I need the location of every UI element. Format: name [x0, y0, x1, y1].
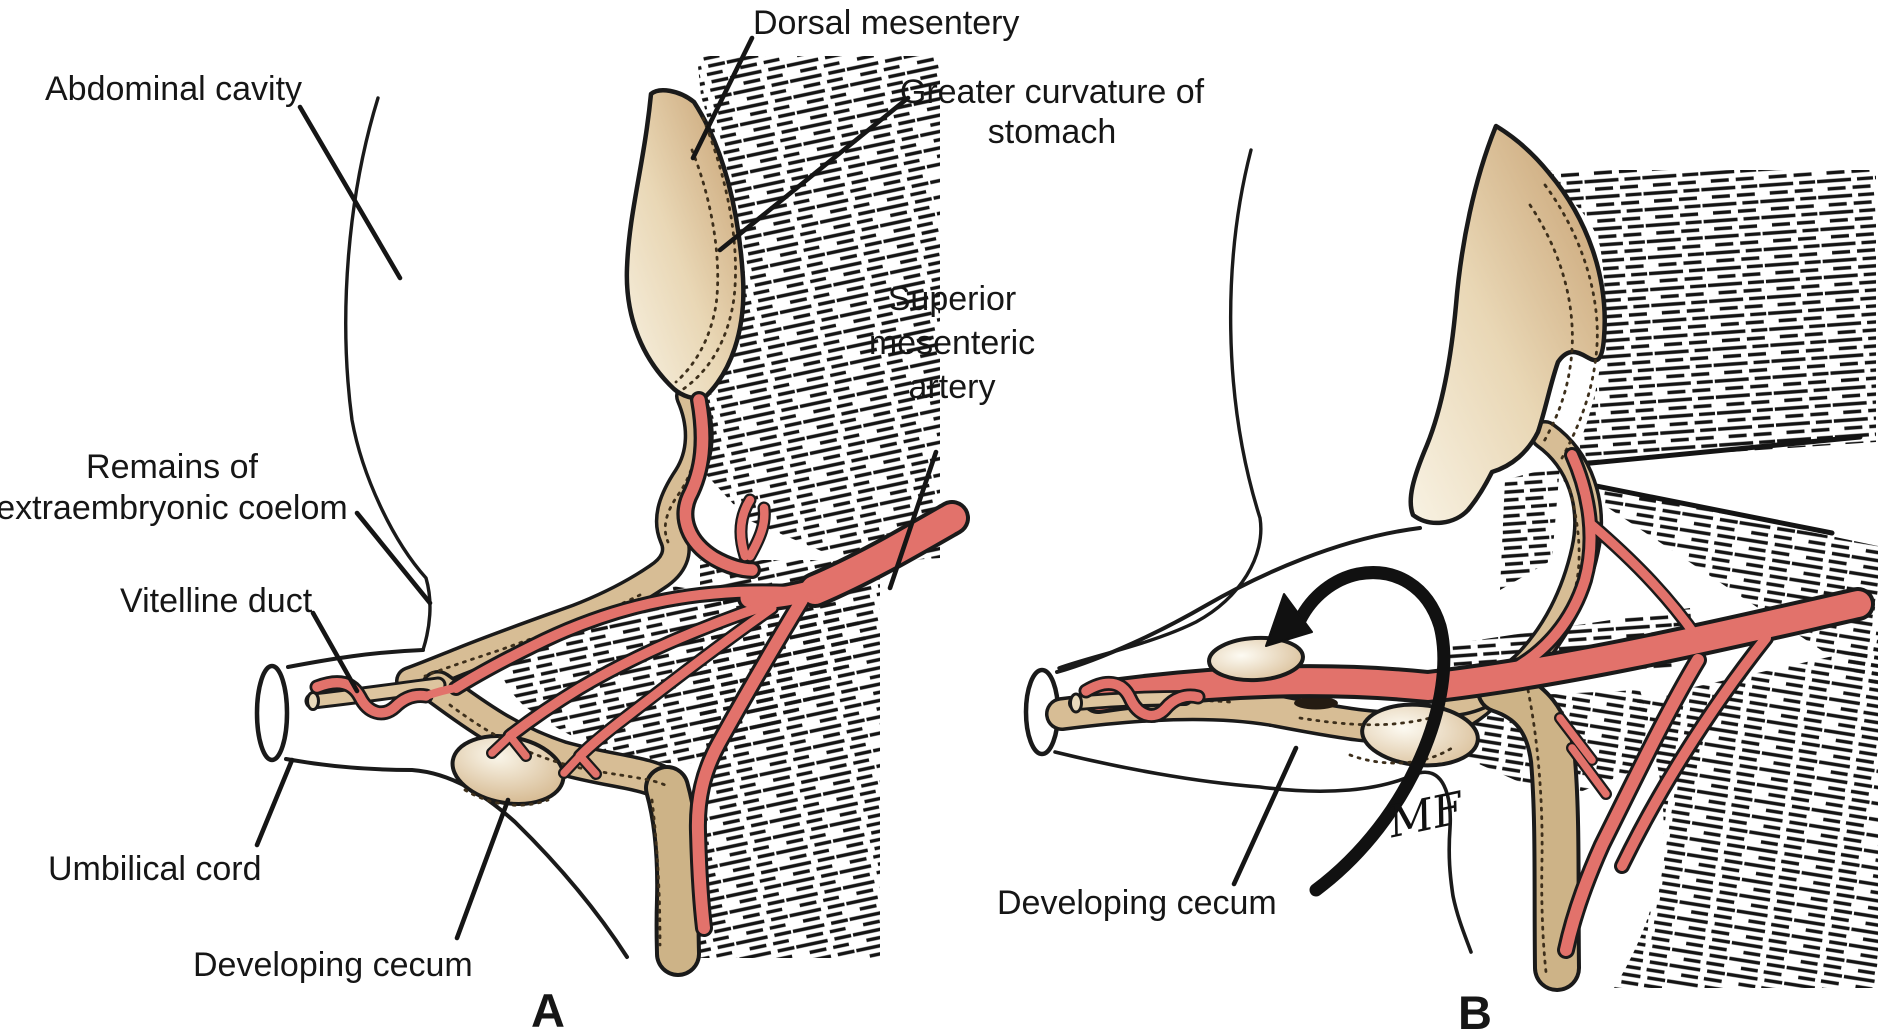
- dorsal-mesentery-hatching-b-upper: [1524, 170, 1876, 463]
- leader-greater-curvature: [717, 95, 911, 253]
- leader-remains-coelom: [354, 510, 433, 606]
- mesentery-fold-line-b-lower: [1563, 477, 1835, 536]
- vitelline-duct-a: [307, 679, 444, 707]
- label-developing-cecum-a: Developing cecum: [193, 946, 473, 984]
- abdominal-wall-outline-b: [1057, 148, 1263, 670]
- leader-vitelline-duct: [310, 610, 360, 694]
- dorsal-mesentery-hatching-a-upper: [687, 56, 940, 564]
- hindgut-b: [1480, 670, 1577, 988]
- umbilical-cord-top-edge-b: [1055, 526, 1422, 674]
- dorsal-mesentery-hatching-b-wedge: [1568, 481, 1878, 688]
- panel-letter-a: A: [531, 984, 565, 1033]
- leader-developing-cecum-a: [454, 797, 511, 941]
- leader-umbilical-cord: [254, 757, 295, 848]
- leader-developing-cecum-b: [1231, 745, 1299, 887]
- vitelline-duct-opening-b: [1069, 692, 1083, 714]
- hindgut-a: [648, 769, 698, 973]
- stomach-b: [1408, 123, 1607, 526]
- label-remains-of-extraembryonic-coelom: Remains of extraembryonic coelom: [0, 448, 348, 527]
- dorsal-mesentery-hatching-b-waist: [1500, 465, 1560, 590]
- vitelline-vessel-a: [312, 677, 431, 718]
- dorsal-mesentery-hatching-b-lower: [1614, 646, 1878, 988]
- rotation-arrowhead: [1265, 593, 1313, 647]
- leader-dorsal-mesentery: [690, 35, 755, 161]
- vitelline-duct-opening-a: [306, 691, 320, 711]
- umbilical-cord-bottom-edge-a: [284, 757, 629, 959]
- dorsal-mesentery-hatching-a-lower: [700, 560, 880, 958]
- label-abdominal-cavity: Abdominal cavity: [45, 70, 303, 108]
- superior-mesenteric-artery-b: [1081, 447, 1875, 959]
- panel-letter-b: B: [1458, 986, 1492, 1033]
- label-vitelline-duct: Vitelline duct: [120, 582, 313, 620]
- umbilical-cord-top-edge-a: [286, 648, 425, 669]
- label-greater-curvature-of-stomach: Greater curvature of stomach: [899, 73, 1205, 152]
- midgut-lower-limb-a: [423, 673, 682, 801]
- leader-lines: [254, 35, 1299, 941]
- umbilical-cord-opening-a: [254, 663, 290, 763]
- panel-a-art: [254, 56, 970, 977]
- label-developing-cecum-b: Developing cecum: [997, 884, 1277, 922]
- cecal-swelling-b: [1207, 635, 1305, 683]
- rotation-arrow: [1265, 566, 1451, 897]
- vitelline-vessel-b: [1081, 678, 1203, 721]
- label-superior-mesenteric-artery: Superior mesenteric artery: [868, 280, 1036, 407]
- label-umbilical-cord: Umbilical cord: [48, 850, 262, 888]
- label-dorsal-mesentery: Dorsal mesentery: [753, 4, 1020, 42]
- gut-fold-slit-b: [1294, 696, 1338, 710]
- superior-mesenteric-artery-a: [309, 391, 970, 937]
- mesentery-fold-line-b-upper: [1557, 434, 1863, 469]
- leader-superior-mesenteric-artery: [887, 449, 939, 591]
- panel-b-art: [1023, 123, 1878, 992]
- leader-abdominal-cavity: [297, 104, 403, 281]
- abdominal-wall-outline-a: [344, 96, 432, 652]
